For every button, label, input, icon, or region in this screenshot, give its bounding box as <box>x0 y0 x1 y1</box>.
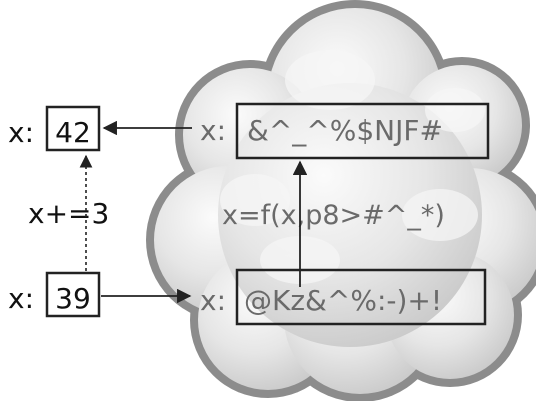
cloud-bottom-value: @Kz&^%:-)+! <box>244 284 442 317</box>
left-top-box <box>45 105 101 152</box>
cloud-top-prefix: x: <box>200 114 226 147</box>
left-top-value: 42 <box>55 116 91 149</box>
left-bottom-prefix: x: <box>8 282 34 315</box>
cloud-bottom-prefix: x: <box>200 284 226 317</box>
left-op-label: x+=3 <box>28 197 109 230</box>
cloud-top-value: &^_^%$NJF# <box>247 114 443 147</box>
cloud-bottom-box <box>235 268 487 326</box>
left-bottom-value: 39 <box>55 282 91 315</box>
cloud-highlights <box>220 50 485 284</box>
left-top-prefix: x: <box>8 116 34 149</box>
cloud-top-box <box>235 102 490 160</box>
left-bottom-box <box>45 271 101 318</box>
cloud-func-label: x=f(x,p8>#^_*) <box>222 200 445 231</box>
